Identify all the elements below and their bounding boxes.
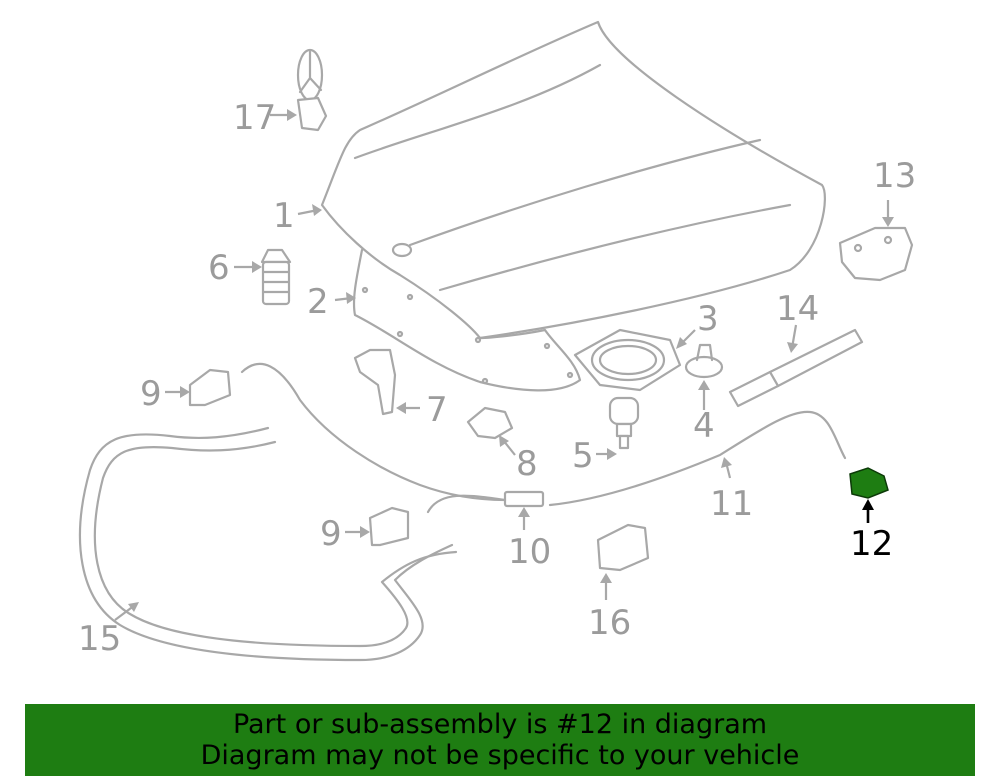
part-14-strut — [728, 328, 864, 408]
info-banner: Part or sub-assembly is #12 in diagram D… — [25, 704, 975, 776]
callout-15: 15 — [78, 619, 121, 659]
callout-2: 2 — [307, 282, 329, 322]
callout-10: 10 — [508, 532, 551, 572]
leader-lines — [114, 109, 894, 621]
part-7-hinge — [353, 348, 397, 416]
part-11-cable — [240, 362, 847, 514]
callout-12: 12 — [850, 524, 893, 564]
callout-17: 17 — [233, 98, 276, 138]
parts-diagram: 1 2 3 4 5 6 7 8 9 9 10 11 12 13 14 15 16… — [78, 20, 916, 662]
callout-9a: 9 — [140, 374, 162, 414]
callout-9b: 9 — [320, 514, 342, 554]
part-13-hinge — [838, 226, 914, 282]
part-16-bracket — [596, 523, 650, 572]
hood-inner-panel — [352, 248, 582, 392]
hood-panel — [320, 20, 826, 340]
part-15-seal — [78, 426, 458, 662]
callout-11: 11 — [710, 484, 753, 524]
callout-1: 1 — [273, 196, 295, 236]
part-9-bracket-b — [368, 506, 410, 547]
callout-13: 13 — [873, 156, 916, 196]
banner-line-2: Diagram may not be specific to your vehi… — [200, 740, 800, 771]
callout-labels: 1 2 3 4 5 6 7 8 9 9 10 11 12 13 14 15 16… — [78, 98, 916, 659]
part-8-striker — [466, 406, 514, 440]
part-3-insulator — [573, 328, 682, 392]
callout-4: 4 — [693, 406, 715, 446]
callout-5: 5 — [572, 436, 594, 476]
part-4-clip — [684, 343, 724, 379]
part-5-bumper — [608, 396, 640, 450]
part-9-bracket-a — [188, 368, 232, 407]
callout-3: 3 — [697, 299, 719, 339]
callout-8: 8 — [516, 444, 538, 484]
callout-14: 14 — [776, 289, 819, 329]
part-12-latch-highlight — [849, 467, 889, 499]
part-10-release — [503, 490, 545, 508]
callout-7: 7 — [426, 390, 448, 430]
callout-16: 16 — [588, 603, 631, 643]
part-17-emblem — [296, 48, 328, 132]
callout-6: 6 — [208, 248, 230, 288]
banner-line-1: Part or sub-assembly is #12 in diagram — [232, 709, 768, 740]
part-6-stop — [260, 248, 292, 306]
